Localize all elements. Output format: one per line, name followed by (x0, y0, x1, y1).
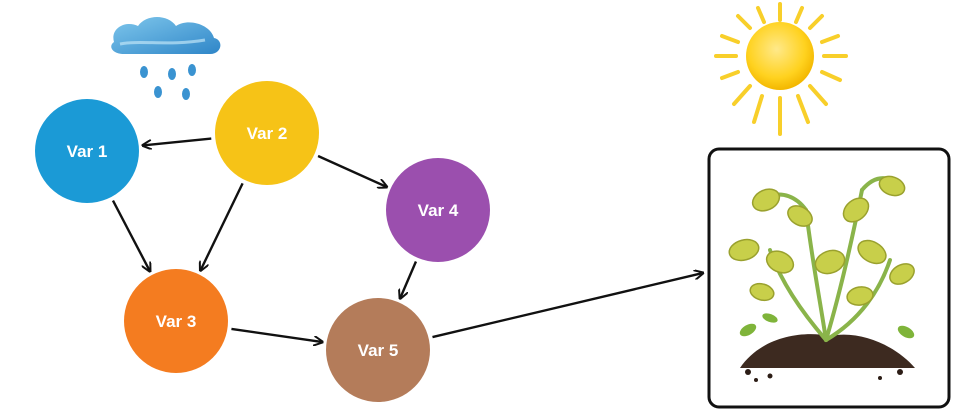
edge-var2-to-var1 (143, 137, 212, 146)
node-label-var4: Var 4 (418, 201, 459, 220)
node-var2: Var 2 (215, 81, 319, 185)
edge-var2-to-var4 (317, 154, 387, 187)
edges-layer (111, 137, 703, 342)
edge-var2-to-var3 (200, 182, 244, 270)
edge-var4-to-var5 (400, 260, 418, 298)
edge-var5-to-plant (432, 273, 703, 339)
node-var1: Var 1 (35, 99, 139, 203)
rain-cloud-icon (111, 17, 221, 100)
edge-var1-to-var3 (111, 200, 150, 272)
node-label-var1: Var 1 (67, 142, 108, 161)
node-var5: Var 5 (326, 298, 430, 402)
node-var3: Var 3 (124, 269, 228, 373)
node-var4: Var 4 (386, 158, 490, 262)
node-label-var2: Var 2 (247, 124, 288, 143)
node-label-var3: Var 3 (156, 312, 197, 331)
sun-icon (714, 2, 848, 136)
edge-var3-to-var5 (231, 327, 322, 342)
node-label-var5: Var 5 (358, 341, 399, 360)
plant-icon (707, 147, 951, 409)
